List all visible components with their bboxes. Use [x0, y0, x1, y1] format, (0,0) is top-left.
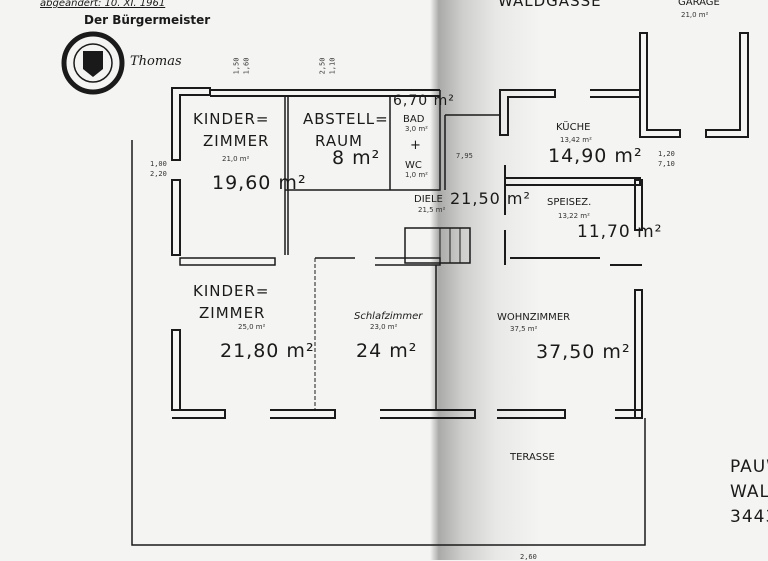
outer-wall-top — [210, 89, 440, 97]
municipal-seal — [61, 31, 125, 95]
room-kueche: KÜCHE — [556, 122, 591, 133]
dimension-label: 2,60 — [520, 553, 537, 561]
room-kinderzimmer-1: KINDER=ZIMMER — [193, 110, 270, 150]
area-speisez: 11,70 m² — [577, 222, 663, 242]
wall-middle — [179, 257, 441, 266]
staircase — [404, 227, 471, 264]
room-kinderzimmer-2: KINDER=ZIMMER — [193, 282, 270, 322]
small-area: 21,5 m² — [418, 206, 446, 214]
room-bad: BAD — [403, 114, 425, 125]
area-schlafzimmer: 24 m² — [356, 340, 418, 362]
room-terasse: TERASSE — [510, 452, 555, 463]
area-kinderzimmer-2: 21,80 m² — [220, 340, 315, 362]
dimension-label: 2,20 — [150, 170, 167, 178]
wall-speise-bottom — [504, 230, 600, 265]
outer-wall-bottom — [172, 409, 643, 419]
dimension-label: 1,10 — [328, 57, 337, 75]
room-schlafzimmer: Schlafzimmer — [354, 311, 423, 322]
outer-wall-right — [610, 179, 643, 419]
scan-fold-shadow — [430, 0, 540, 560]
wall-kinder-abstell — [284, 96, 289, 255]
area-kinderzimmer-1: 19,60 m² — [212, 172, 307, 194]
wall-bad — [285, 90, 441, 191]
dimension-label: 1,00 — [150, 160, 167, 168]
room-wc: WC — [405, 160, 422, 171]
area-bad: 6,70 m² — [393, 93, 455, 109]
dimension-label: 1,20 — [658, 150, 675, 158]
street-label: WALDGASSE — [498, 0, 602, 10]
small-area: 21,0 m² — [222, 155, 250, 163]
room-speisez: SPEISEZ. — [547, 197, 592, 208]
room-abstellraum: ABSTELL=RAUM — [303, 110, 389, 150]
dimension-label: 1,50 — [232, 57, 241, 75]
area-abstellraum: 8 m² — [332, 147, 381, 169]
small-area: 1,0 m² — [405, 171, 428, 179]
small-area: 25,0 m² — [238, 323, 266, 331]
room-wohnzimmer: WOHNZIMMER — [497, 312, 571, 323]
small-area: 13,22 m² — [558, 212, 590, 220]
handwritten-note: PAUWWAL3443 — [730, 457, 768, 527]
small-area: 3,0 m² — [405, 125, 428, 133]
wall-kitchen-speise — [504, 165, 641, 215]
dimension-label: 7,95 — [456, 152, 473, 160]
area-wohnzimmer: 37,50 m² — [536, 341, 631, 363]
wall-diele — [444, 114, 500, 190]
plot-boundary — [131, 140, 646, 546]
dimension-label: 7,10 — [658, 160, 675, 168]
area-kueche: 14,90 m² — [548, 145, 643, 167]
area-diele: 21,50 m² — [450, 189, 531, 208]
garage-walls — [639, 32, 749, 138]
outer-wall-left-lower — [171, 179, 181, 411]
dimension-label: 1,60 — [242, 57, 251, 75]
cross-mark: + — [410, 138, 421, 153]
room-diele: DIELE — [414, 194, 443, 205]
small-area: 23,0 m² — [370, 323, 398, 331]
signature: Thomas — [130, 54, 182, 69]
changed-note: abgeändert: 10. XI. 1961 — [40, 0, 166, 9]
small-area: 37,5 m² — [510, 325, 538, 333]
outer-wall-left — [171, 87, 211, 161]
room-garage: GARAGE — [678, 0, 720, 8]
small-area: 21,0 m² — [681, 11, 709, 19]
authority-label: Der Bürgermeister — [84, 13, 211, 27]
small-area: 13,42 m² — [560, 136, 592, 144]
dimension-label: 2,50 — [318, 57, 327, 75]
